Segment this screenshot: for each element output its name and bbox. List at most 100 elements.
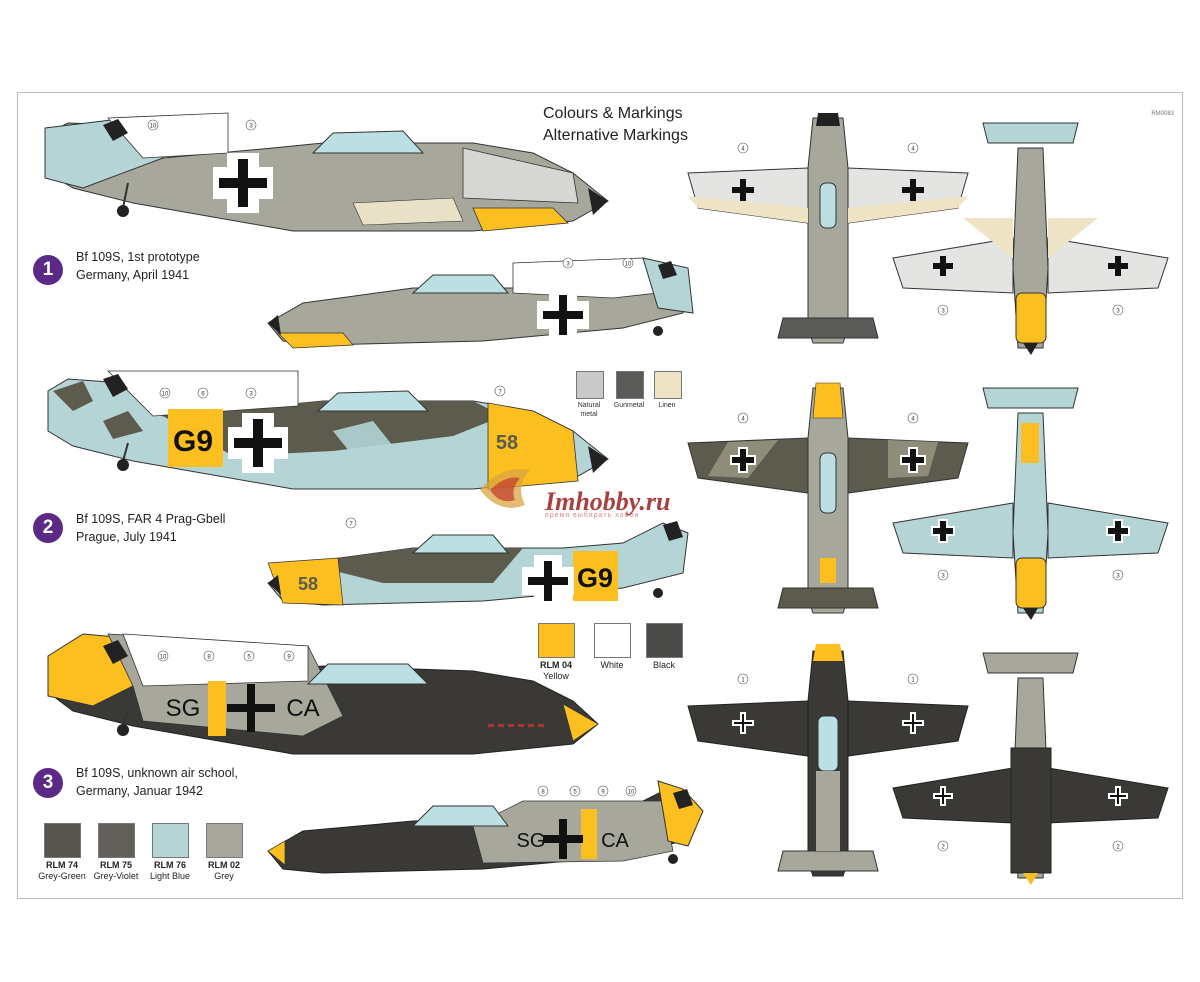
callout: 2 [1116,845,1120,851]
scheme3-caption-line2: Germany, Januar 1942 [76,784,203,798]
sheet-code: RM0083 [1151,111,1174,117]
callout: 3 [941,309,945,315]
scheme2-caption-line1: Bf 109S, FAR 4 Prag-Gbell [76,512,226,526]
callout: 3 [566,262,570,268]
scheme3-bottom-view: 2 2 [892,652,1169,885]
callout: 4 [741,147,745,153]
swatch-rlm75 [98,823,135,858]
markings-sheet: Colours & Markings Alternative Markings … [17,92,1183,899]
swatch-label-line: Natural [577,402,601,409]
code-58: 58 [496,432,518,454]
swatch-label-code: RLM 74 [45,860,78,870]
watermark-subtext: время выбирать хобби [545,512,640,519]
callout: 10 [150,124,157,130]
code-g9: G9 [577,563,613,593]
callout: 10 [625,262,632,268]
scheme1-side-left: 10 3 [44,112,609,232]
callout: 5 [247,655,251,661]
swatch-label-code: RLM 75 [99,860,132,870]
code-sg: SG [166,695,201,722]
swatch-black [646,623,683,658]
swatch-label-code: RLM 02 [207,860,240,870]
scheme1-caption-line1: Bf 109S, 1st prototype [76,250,200,264]
code-g9: G9 [173,425,213,458]
callout: 8 [541,790,545,796]
callout: 3 [1116,574,1120,580]
swatch-label-line: metal [580,411,598,418]
swatch-label-code: RLM 76 [153,860,186,870]
scheme1-number: 1 [33,255,63,285]
scheme2-side-left: G9 58 10 6 3 7 [47,370,609,490]
scheme1-caption-line2: Germany, April 1941 [76,268,190,282]
callout: 10 [160,655,167,661]
callout: 2 [941,845,945,851]
swatch-white [594,623,631,658]
scheme2-caption: Bf 109S, FAR 4 Prag-Gbell Prague, July 1… [76,510,225,546]
code-ca: CA [601,830,629,852]
swatch-label-name: Grey [214,871,234,881]
scheme3-number: 3 [33,768,63,798]
callout: 3 [249,392,253,398]
code-ca: CA [286,695,319,722]
callout: 4 [911,417,915,423]
callout: 10 [162,392,169,398]
swatch-rlm04-yellow [538,623,575,658]
scheme1-caption: Bf 109S, 1st prototype Germany, April 19… [76,248,200,284]
title-colours-markings: Colours & Markings [543,105,683,122]
callout: 7 [349,522,353,528]
swatch-white-label: White [600,660,624,670]
swatch-gunmetal-label: Gunmetal [613,402,645,409]
swatch-gunmetal [616,371,644,399]
swatch-label-name: Yellow [543,671,569,681]
scheme3-side-left: SG CA 10 8 5 9 [47,633,599,755]
callout: 5 [573,790,577,796]
title-alternative-markings: Alternative Markings [543,127,688,144]
callout: 8 [207,655,211,661]
scheme2-bottom-view: 3 3 [892,387,1169,620]
swatch-label-name: Grey-Violet [93,871,139,881]
swatch-natural-metal-label: Natural metal [559,401,619,419]
swatch-label-name: Grey-Green [38,871,86,881]
swatch-linen [654,371,682,399]
scheme1-side-right: 3 10 [267,257,694,349]
swatch-label-name: Light Blue [149,871,191,881]
scheme3-side-right: SG CA 8 5 9 10 [267,780,704,874]
scheme2-number: 2 [33,513,63,543]
callout: 4 [911,147,915,153]
callout: 6 [201,392,205,398]
scheme1-top-view: 4 4 [687,113,969,344]
scheme3-caption: Bf 109S, unknown air school, Germany, Ja… [76,764,238,800]
callout: 1 [741,678,745,684]
swatch-label-code: RLM 04 [539,660,572,670]
scheme2-caption-line2: Prague, July 1941 [76,530,177,544]
scheme1-bottom-view: 3 3 [892,122,1169,355]
callout: 9 [601,790,605,796]
callout: 3 [1116,309,1120,315]
callout: 9 [287,655,291,661]
swatch-rlm02 [206,823,243,858]
callout: 1 [911,678,915,684]
swatch-natural-metal [576,371,604,399]
code-58: 58 [298,574,318,594]
watermark-text: Imhobby.ru [545,487,671,516]
watermark-logo-icon [480,469,530,508]
swatch-black-label: Black [652,660,675,670]
swatch-linen-label: Linen [658,402,676,409]
code-sg: SG [517,830,546,852]
swatch-rlm76 [152,823,189,858]
scheme2-side-right: 58 G9 7 [267,517,689,607]
sheet-title: Colours & Markings Alternative Markings [543,103,688,147]
callout: 3 [249,124,253,130]
callout: 10 [628,790,635,796]
scheme3-top-view: 1 1 [687,644,969,877]
callout: 3 [941,574,945,580]
callout: 7 [498,390,502,396]
scheme3-caption-line1: Bf 109S, unknown air school, [76,766,238,780]
swatch-rlm74 [44,823,81,858]
scheme2-top-view: 4 4 [687,382,969,614]
